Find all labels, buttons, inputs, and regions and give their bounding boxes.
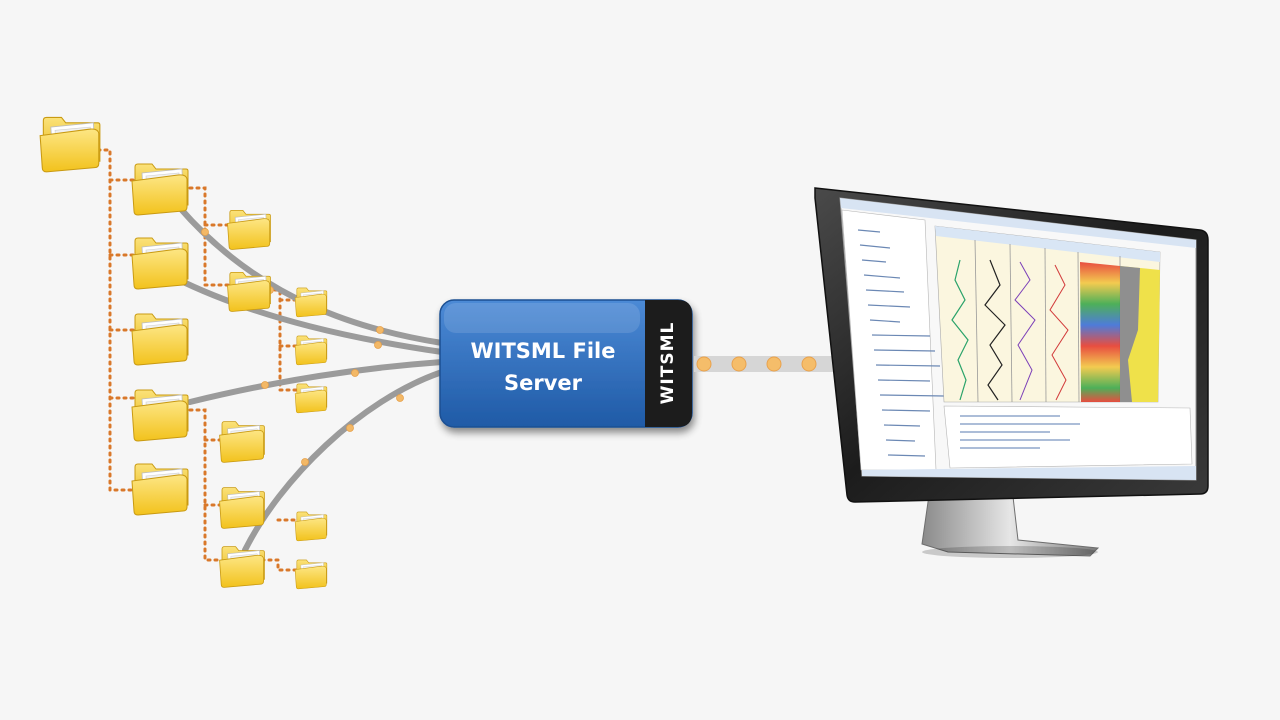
folder-icon[interactable] <box>295 288 327 317</box>
folder-icon[interactable] <box>295 336 327 365</box>
folder-icon[interactable] <box>132 390 188 441</box>
folder-icon[interactable] <box>132 164 188 215</box>
witsml-protocol-label: WITSML <box>658 322 678 405</box>
folder-icon[interactable] <box>220 422 265 463</box>
monitor-screen[interactable] <box>840 198 1196 480</box>
folder-icon[interactable] <box>295 512 327 541</box>
server-title-line2: Server <box>504 371 583 395</box>
folder-icon[interactable] <box>228 272 271 311</box>
server-title-line1: WITSML File <box>470 339 615 363</box>
folder-icon[interactable] <box>40 117 100 171</box>
folder-icon[interactable] <box>132 464 188 515</box>
folder-icon[interactable] <box>132 314 188 365</box>
witsml-file-server[interactable] <box>440 300 692 427</box>
folder-icon[interactable] <box>295 560 327 589</box>
witsml-connection <box>694 356 840 372</box>
folder-hierarchy <box>40 117 327 588</box>
data-cables <box>175 208 442 550</box>
folder-icon[interactable] <box>220 547 265 588</box>
folder-icon[interactable] <box>295 384 327 413</box>
folder-icon[interactable] <box>220 488 265 529</box>
folder-icon[interactable] <box>132 238 188 289</box>
folder-icon[interactable] <box>228 210 271 249</box>
computer-monitor-icon <box>815 188 1208 558</box>
